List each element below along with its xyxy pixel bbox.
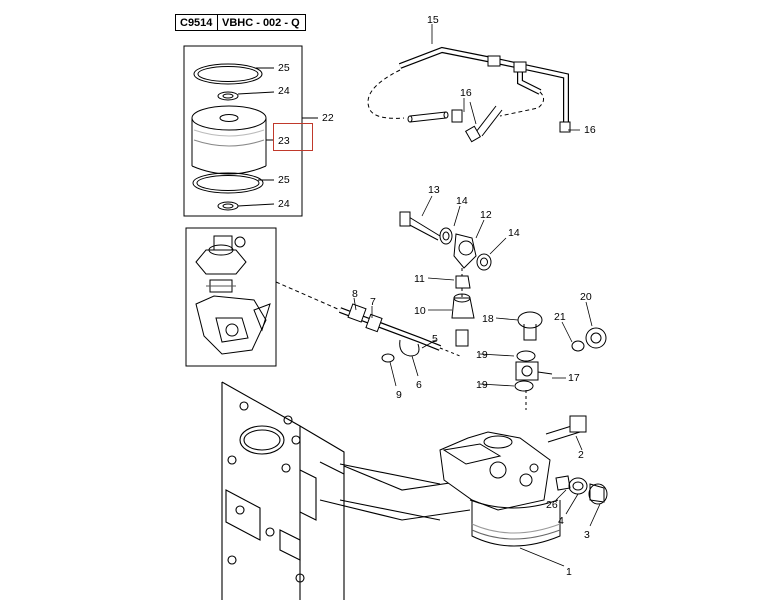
callout-4: 4 xyxy=(558,515,564,527)
callout-17: 17 xyxy=(568,372,580,384)
callout-24b: 24 xyxy=(278,198,290,210)
callout-14b: 14 xyxy=(508,227,520,239)
part-code-box: VBHC - 002 - Q xyxy=(217,14,306,31)
callout-20: 20 xyxy=(580,291,592,303)
callout-26: 26 xyxy=(546,499,558,511)
bleed-screw-assembly xyxy=(514,311,607,410)
callout-14a: 14 xyxy=(456,195,468,207)
banjo-bolt-assembly xyxy=(399,211,492,347)
callout-8: 8 xyxy=(352,288,358,300)
o-ring-top xyxy=(193,63,263,85)
highlight-box-23 xyxy=(273,123,313,151)
callout-9: 9 xyxy=(396,389,402,401)
callout-3: 3 xyxy=(584,529,590,541)
callout-5: 5 xyxy=(432,333,438,345)
injector-pipe xyxy=(338,303,461,363)
washer-top xyxy=(217,91,239,101)
leak-off-pipe xyxy=(367,46,571,133)
lift-pump xyxy=(195,235,271,355)
callout-15: 15 xyxy=(427,14,439,26)
leader-lines xyxy=(353,24,601,567)
callout-13: 13 xyxy=(428,184,440,196)
callout-19b: 19 xyxy=(476,379,488,391)
filter-inset-frame xyxy=(183,45,303,217)
callout-25a: 25 xyxy=(278,62,290,74)
callout-6: 6 xyxy=(416,379,422,391)
callout-23: 23 xyxy=(278,135,290,147)
callout-18: 18 xyxy=(482,313,494,325)
callout-11: 11 xyxy=(414,273,425,285)
pipe-connectors xyxy=(407,105,503,143)
callout-16a: 16 xyxy=(460,87,472,99)
callout-21: 21 xyxy=(554,311,566,323)
callout-25b: 25 xyxy=(278,174,290,186)
engine-block xyxy=(221,381,471,600)
callout-2: 2 xyxy=(578,449,584,461)
filter-head-assembly xyxy=(439,415,608,547)
callout-labels: 15 16 16 25 24 22 23 25 24 13 14 12 14 1… xyxy=(278,14,596,578)
callout-7: 7 xyxy=(370,296,376,308)
washer-bottom xyxy=(217,201,239,211)
callout-22: 22 xyxy=(322,112,334,124)
pump-inset-frame xyxy=(185,227,277,367)
callout-10: 10 xyxy=(414,305,426,317)
callout-16b: 16 xyxy=(584,124,596,136)
filter-element xyxy=(191,105,267,175)
callout-19a: 19 xyxy=(476,349,488,361)
callout-1: 1 xyxy=(566,566,572,578)
callout-12: 12 xyxy=(480,209,492,221)
o-ring-bottom xyxy=(192,172,264,194)
callout-24a: 24 xyxy=(278,85,290,97)
